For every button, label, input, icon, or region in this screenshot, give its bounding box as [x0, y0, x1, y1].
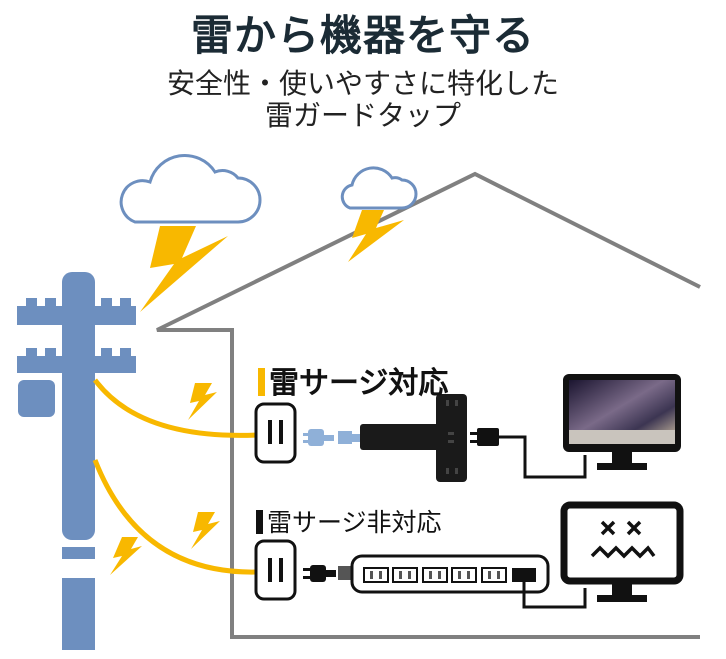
- utility-pole: [17, 272, 136, 650]
- surge-bolt-icon: [110, 537, 142, 575]
- surge-bolt-icon: [188, 383, 217, 420]
- unprotected-label: 雷サージ非対応: [267, 508, 442, 537]
- lightning-guard-tap: [360, 394, 467, 482]
- lightning-bolt-icon: [140, 226, 228, 312]
- surge-tap-plug-icon: [303, 429, 360, 446]
- wall-outlet-icon: [254, 402, 297, 464]
- subtitle-line-1: 安全性・使いやすさに特化した: [166, 67, 559, 100]
- page-title: 雷から機器を守る: [190, 11, 535, 60]
- device-plug-icon: [470, 428, 499, 446]
- accent-bar: [258, 368, 265, 396]
- surge-bolt-icon: [191, 512, 220, 549]
- power-wire-2: [92, 459, 259, 575]
- power-wire-1: [93, 378, 259, 438]
- plain-plug-icon: [303, 565, 352, 582]
- monitor-working-icon: [563, 374, 681, 470]
- lightning-bolt-small-icon: [348, 210, 404, 262]
- house-outline: [156, 171, 701, 639]
- unprotected-heading: 雷サージ非対応: [256, 503, 442, 539]
- cloud-icon: [119, 154, 262, 224]
- subtitle-line-2: 雷ガードタップ: [264, 99, 461, 132]
- protected-heading: 雷サージ対応: [258, 358, 448, 402]
- protected-label: 雷サージ対応: [269, 366, 449, 401]
- power-strip: [350, 554, 550, 594]
- accent-bar: [256, 510, 263, 534]
- wall-outlet-icon: [254, 539, 297, 601]
- monitor-cable: [522, 582, 587, 609]
- monitor-broken-icon: [560, 501, 684, 602]
- monitor-cable: [499, 435, 587, 479]
- cloud-small-icon: [340, 166, 418, 210]
